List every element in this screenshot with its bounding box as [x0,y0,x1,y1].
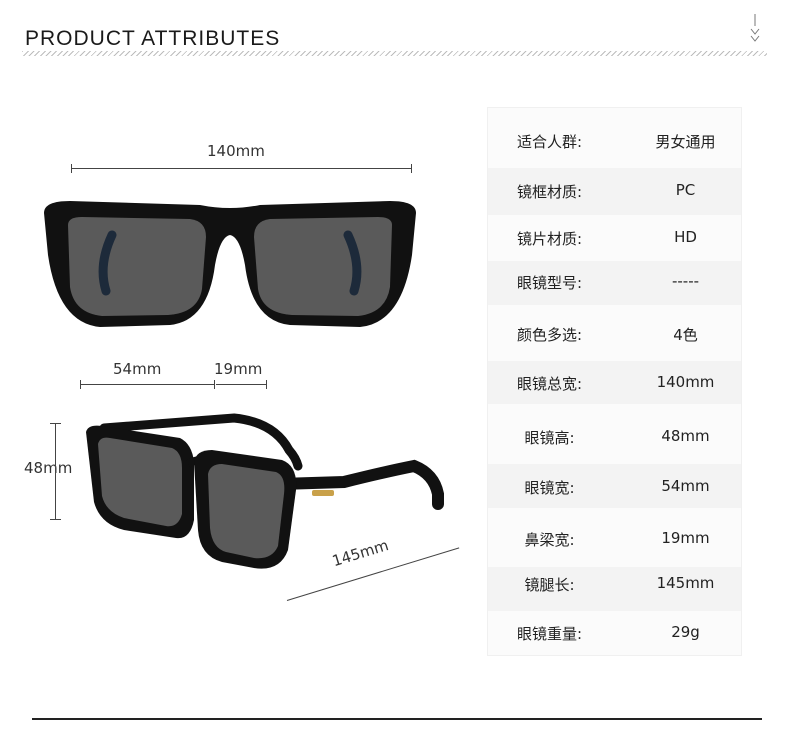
bridge-label: 19mm [214,360,263,378]
glasses-front-view [44,201,416,327]
attribute-value: 48mm [661,427,710,445]
attribute-value: HD [674,228,697,246]
table-row: 适合人群: 男女通用 [488,108,741,168]
header-divider [22,51,767,56]
bridge-tick-right [266,380,267,389]
lens-width-line [80,384,214,385]
table-row: 眼镜高: 48mm [488,404,741,464]
bottom-divider [32,718,762,720]
double-chevron-down-icon [750,14,760,42]
attribute-label: 镜片材质: [516,230,583,248]
attribute-value: ----- [671,272,700,290]
lens-height-label: 48mm [24,459,73,477]
total-width-tick-left [71,164,72,173]
attributes-table: 适合人群: 男女通用 镜框材质: PC 镜片材质: HD 眼镜型号: -----… [487,107,742,656]
attribute-value: 29g [671,623,700,641]
attribute-value: PC [675,181,696,199]
table-row: 镜腿长: 145mm [488,567,741,611]
attribute-value: 140mm [656,373,715,391]
attribute-value: 54mm [661,477,710,495]
attribute-label: 眼镜总宽: [516,375,583,393]
attribute-label: 颜色多选: [516,326,583,344]
attribute-value: 4色 [673,326,698,344]
table-row: 颜色多选: 4色 [488,305,741,361]
table-row: 镜框材质: PC [488,168,741,215]
lens-height-tick-top [50,423,61,424]
attribute-label: 眼镜重量: [516,625,583,643]
attribute-label: 眼镜型号: [516,274,583,292]
table-row: 鼻梁宽: 19mm [488,508,741,567]
table-row: 眼镜宽: 54mm [488,464,741,508]
table-row: 眼镜型号: ----- [488,261,741,305]
total-width-line [71,168,412,169]
attribute-label: 眼镜宽: [524,479,575,497]
glasses-side-view [86,413,444,569]
attribute-value: 19mm [661,529,710,547]
lens-width-tick-right [214,380,215,389]
lens-width-label: 54mm [113,360,162,378]
total-width-tick-right [411,164,412,173]
attribute-label: 镜框材质: [516,183,583,201]
table-row: 眼镜重量: 29g [488,611,741,655]
attribute-label: 鼻梁宽: [524,531,575,549]
table-row: 眼镜总宽: 140mm [488,361,741,404]
attribute-label: 适合人群: [516,133,583,151]
attribute-value: 145mm [656,574,715,592]
lens-height-line [55,423,56,520]
total-width-label: 140mm [207,142,265,160]
bridge-line [216,384,267,385]
page-title: PRODUCT ATTRIBUTES [25,27,281,50]
attribute-value: 男女通用 [655,133,716,151]
table-row: 镜片材质: HD [488,215,741,261]
lens-height-tick-bottom [50,519,61,520]
attribute-label: 镜腿长: [524,576,575,594]
attribute-label: 眼镜高: [524,429,575,447]
lens-width-tick-left [80,380,81,389]
